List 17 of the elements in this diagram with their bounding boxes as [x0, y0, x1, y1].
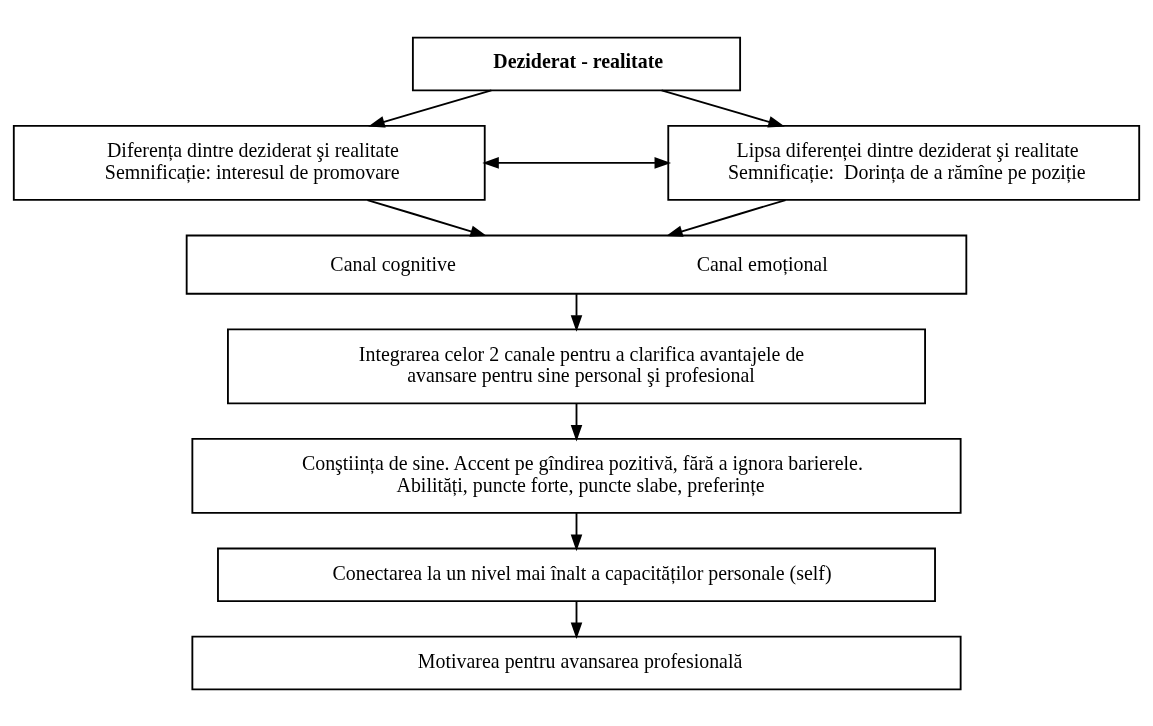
arrow — [570, 402, 583, 442]
node-box: Deziderat - realitate — [411, 36, 742, 91]
arrow — [660, 89, 785, 127]
node-box: Lipsa diferenței dintre deziderat şi realitate Semnificație: Dorința de a rămîne pe poziție — [667, 124, 1141, 201]
arrow — [666, 198, 787, 237]
arrow — [570, 511, 583, 551]
arrow — [570, 292, 583, 332]
node-box: Integrarea celor 2 canale pentru a clarifica avantajele de avansare pentru sine personal şi profesional — [227, 327, 926, 404]
arrow — [368, 89, 493, 127]
node-box: Conştiința de sine. Accent pe gîndirea pozitivă, fără a ignora barierele. Abilități, puncte forte, puncte slabe, preferințe — [191, 437, 962, 514]
node-box: Motivarea pentru avansarea profesională — [191, 635, 962, 690]
node-box: Conectarea la un nivel mai înalt a capacităților personale (self) — [217, 547, 936, 602]
arrow — [570, 599, 583, 639]
arrow — [482, 156, 672, 169]
node-box: Diferența dintre deziderat şi realitate Semnificație: interesul de promovare — [12, 124, 486, 201]
arrow — [366, 198, 487, 237]
node-box: Canal cognitive Canal emoțional — [185, 234, 968, 295]
